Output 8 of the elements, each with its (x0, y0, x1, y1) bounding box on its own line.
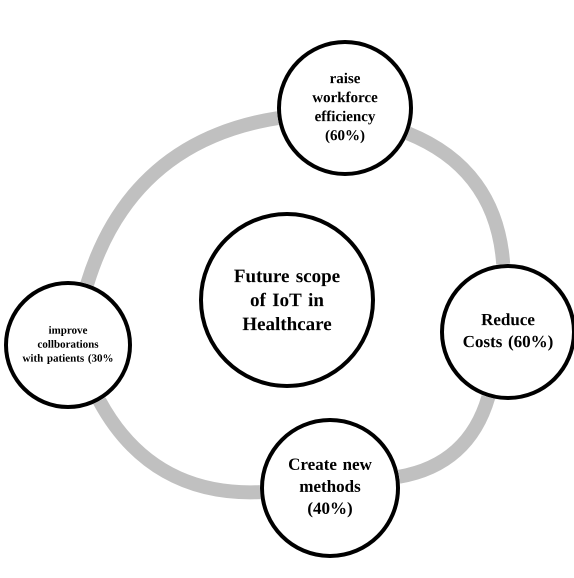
ring-arc (93, 397, 260, 500)
circle-node: raise workforce efficiency (60%) (277, 40, 413, 176)
circle-node: Future scope of IoT in Healthcare (199, 212, 375, 388)
ring-arc (398, 394, 496, 484)
circle-node: Create new methods (40%) (260, 418, 400, 558)
ring-arc (405, 127, 510, 265)
circle-node: improve collborations with patients (30% (4, 281, 132, 409)
ring-arc (80, 111, 280, 286)
